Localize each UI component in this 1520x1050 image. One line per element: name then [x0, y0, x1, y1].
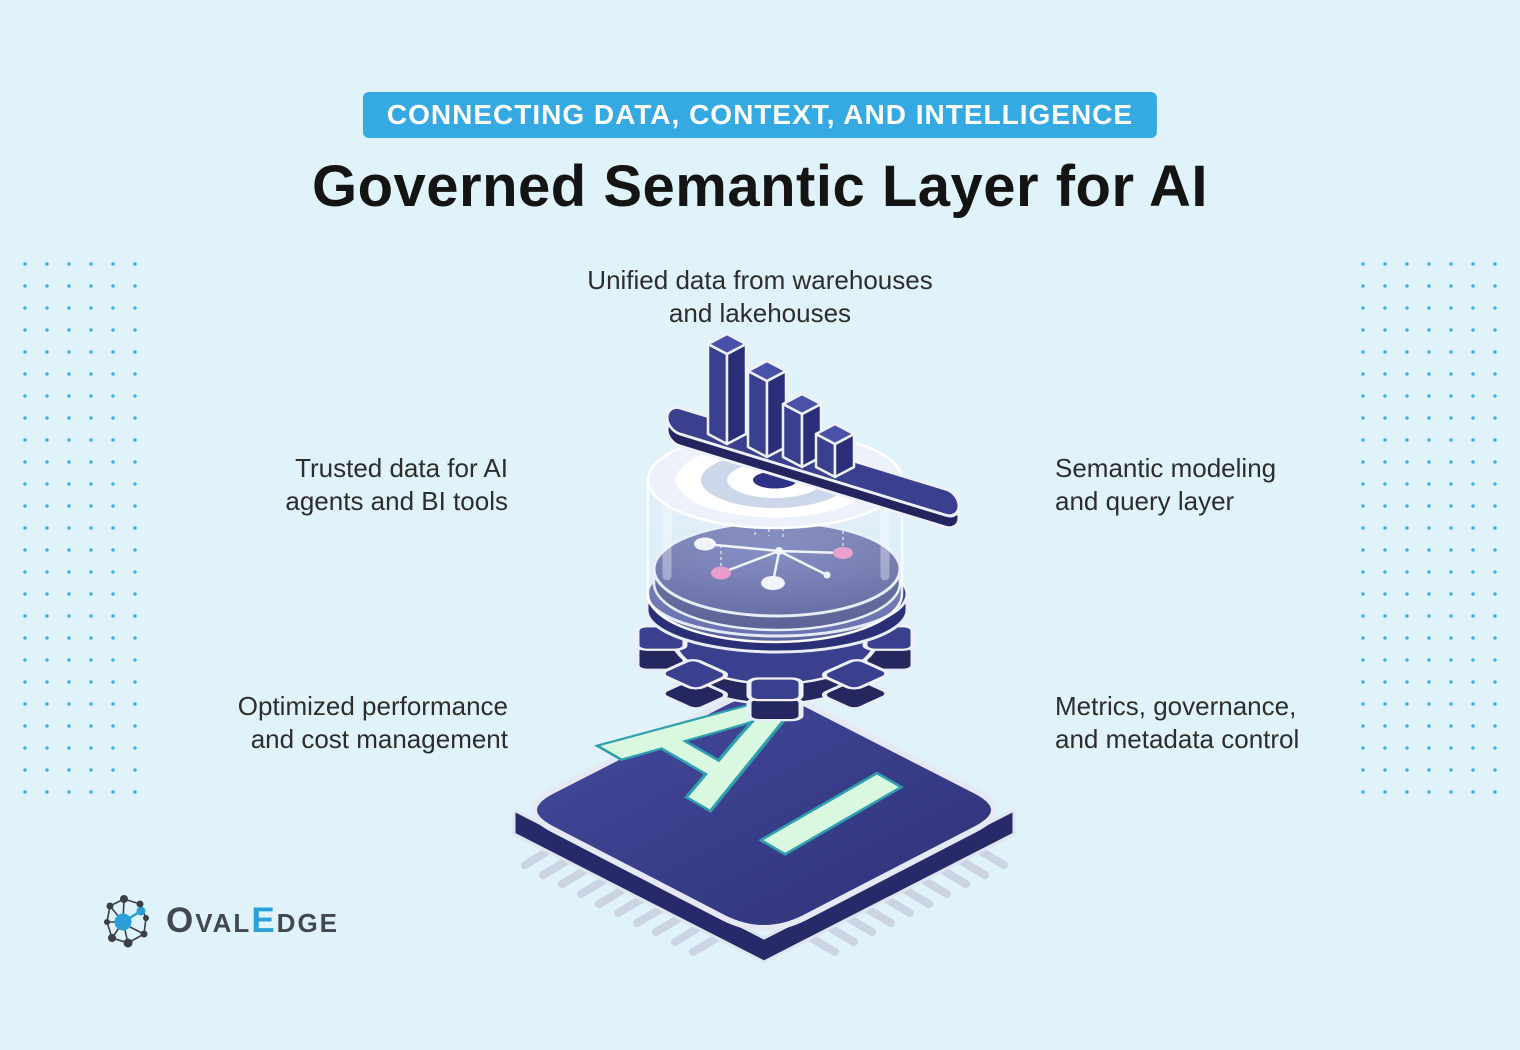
- callout-optimized-performance: Optimized performance and cost managemen…: [237, 691, 508, 754]
- callout-semantic-modeling: Semantic modeling and query layer: [1055, 453, 1277, 516]
- callout-unified-data: Unified data from warehouses and lakehou…: [587, 265, 933, 328]
- logo-wordmark: OVALEDGE: [166, 901, 339, 941]
- logo-part-e: E: [251, 901, 277, 940]
- callout-metrics-governance: Metrics, governance, and metadata contro…: [1055, 691, 1300, 754]
- dot-pattern-right: [1352, 253, 1510, 805]
- logo-part-dge: DGE: [276, 908, 340, 938]
- callout-trusted-data: Trusted data for AI agents and BI tools: [285, 453, 508, 516]
- page-title: Governed Semantic Layer for AI: [311, 154, 1209, 219]
- network-graph-icon: [104, 895, 149, 948]
- logo-part-o: O: [166, 901, 196, 940]
- bar-chart-icon: [665, 332, 961, 530]
- chip-pins: [521, 845, 1008, 956]
- dot-pattern-left: [14, 253, 152, 811]
- ovaledge-logo: OVALEDGE: [100, 893, 339, 949]
- ai-chip-icon: AI: [512, 654, 1016, 964]
- semantic-layer-illustration: AI: [512, 332, 1016, 964]
- top-banner: CONNECTING DATA, CONTEXT, AND INTELLIGEN…: [362, 92, 1158, 138]
- logo-part-val: VAL: [195, 908, 252, 938]
